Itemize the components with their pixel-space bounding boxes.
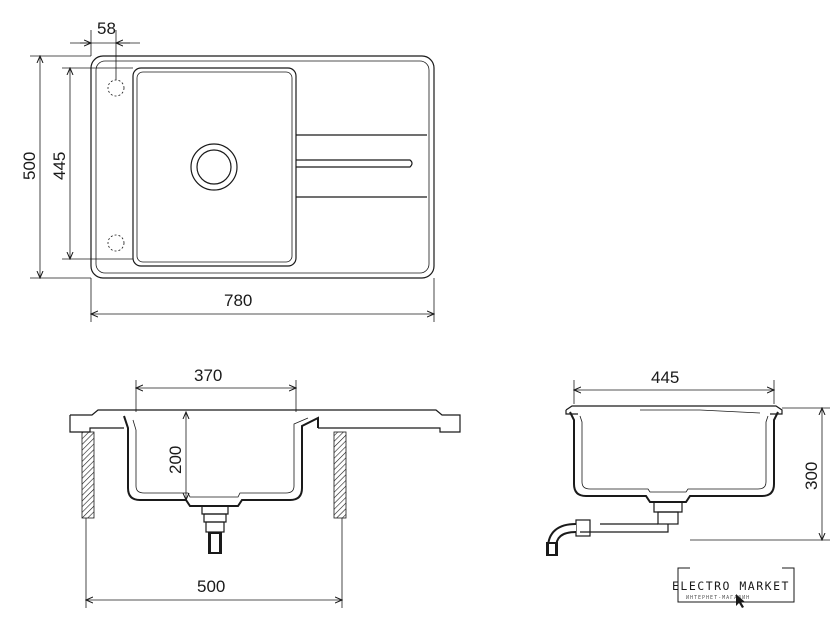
sink-outer-outline bbox=[90, 55, 435, 279]
top-view: 58 500 445 780 bbox=[20, 19, 434, 322]
side-trap-coupling bbox=[575, 519, 591, 537]
logo-brand-text: ELECTRO MARKET bbox=[672, 579, 790, 593]
dim-label-370: 370 bbox=[194, 366, 222, 385]
tap-hole-bottom bbox=[107, 234, 125, 252]
waste-fitting bbox=[201, 506, 229, 515]
cursor-icon bbox=[736, 594, 745, 608]
side-bowl-outer bbox=[569, 411, 779, 503]
rim-profile bbox=[70, 409, 461, 433]
dim-label-300: 300 bbox=[802, 462, 821, 490]
drain-outer bbox=[190, 143, 238, 191]
cabinet-wall-right bbox=[333, 431, 347, 519]
bowl-section-outer bbox=[123, 415, 319, 507]
electro-market-logo: ELECTRO MARKET ИНТЕРНЕТ-МАГАЗИН bbox=[672, 566, 795, 608]
drain-inner bbox=[196, 149, 232, 185]
tap-hole-top bbox=[107, 79, 125, 97]
side-section-view: 445 300 bbox=[546, 368, 830, 556]
drainboard-groove bbox=[296, 159, 413, 168]
dim-label-780: 780 bbox=[224, 291, 252, 310]
dim-label-445-height: 445 bbox=[50, 152, 69, 180]
bowl-outline bbox=[132, 67, 297, 267]
dim-label-445-width: 445 bbox=[651, 368, 679, 387]
logo-tagline: ИНТЕРНЕТ-МАГАЗИН bbox=[686, 595, 750, 601]
dim-label-58: 58 bbox=[97, 19, 116, 38]
side-bowl-inner bbox=[579, 415, 769, 493]
bowl-inner-outline bbox=[136, 71, 293, 263]
side-rim-profile bbox=[565, 405, 783, 415]
front-section-view: 370 200 500 bbox=[69, 366, 461, 608]
dim-label-500-cabinet: 500 bbox=[197, 577, 225, 596]
bowl-section-inner bbox=[132, 417, 309, 498]
cabinet-wall-left bbox=[81, 431, 95, 519]
dim-label-500-height: 500 bbox=[20, 152, 39, 180]
side-waste-fitting bbox=[653, 502, 683, 513]
sink-inner-rim bbox=[95, 60, 430, 274]
dim-label-200: 200 bbox=[166, 446, 185, 474]
